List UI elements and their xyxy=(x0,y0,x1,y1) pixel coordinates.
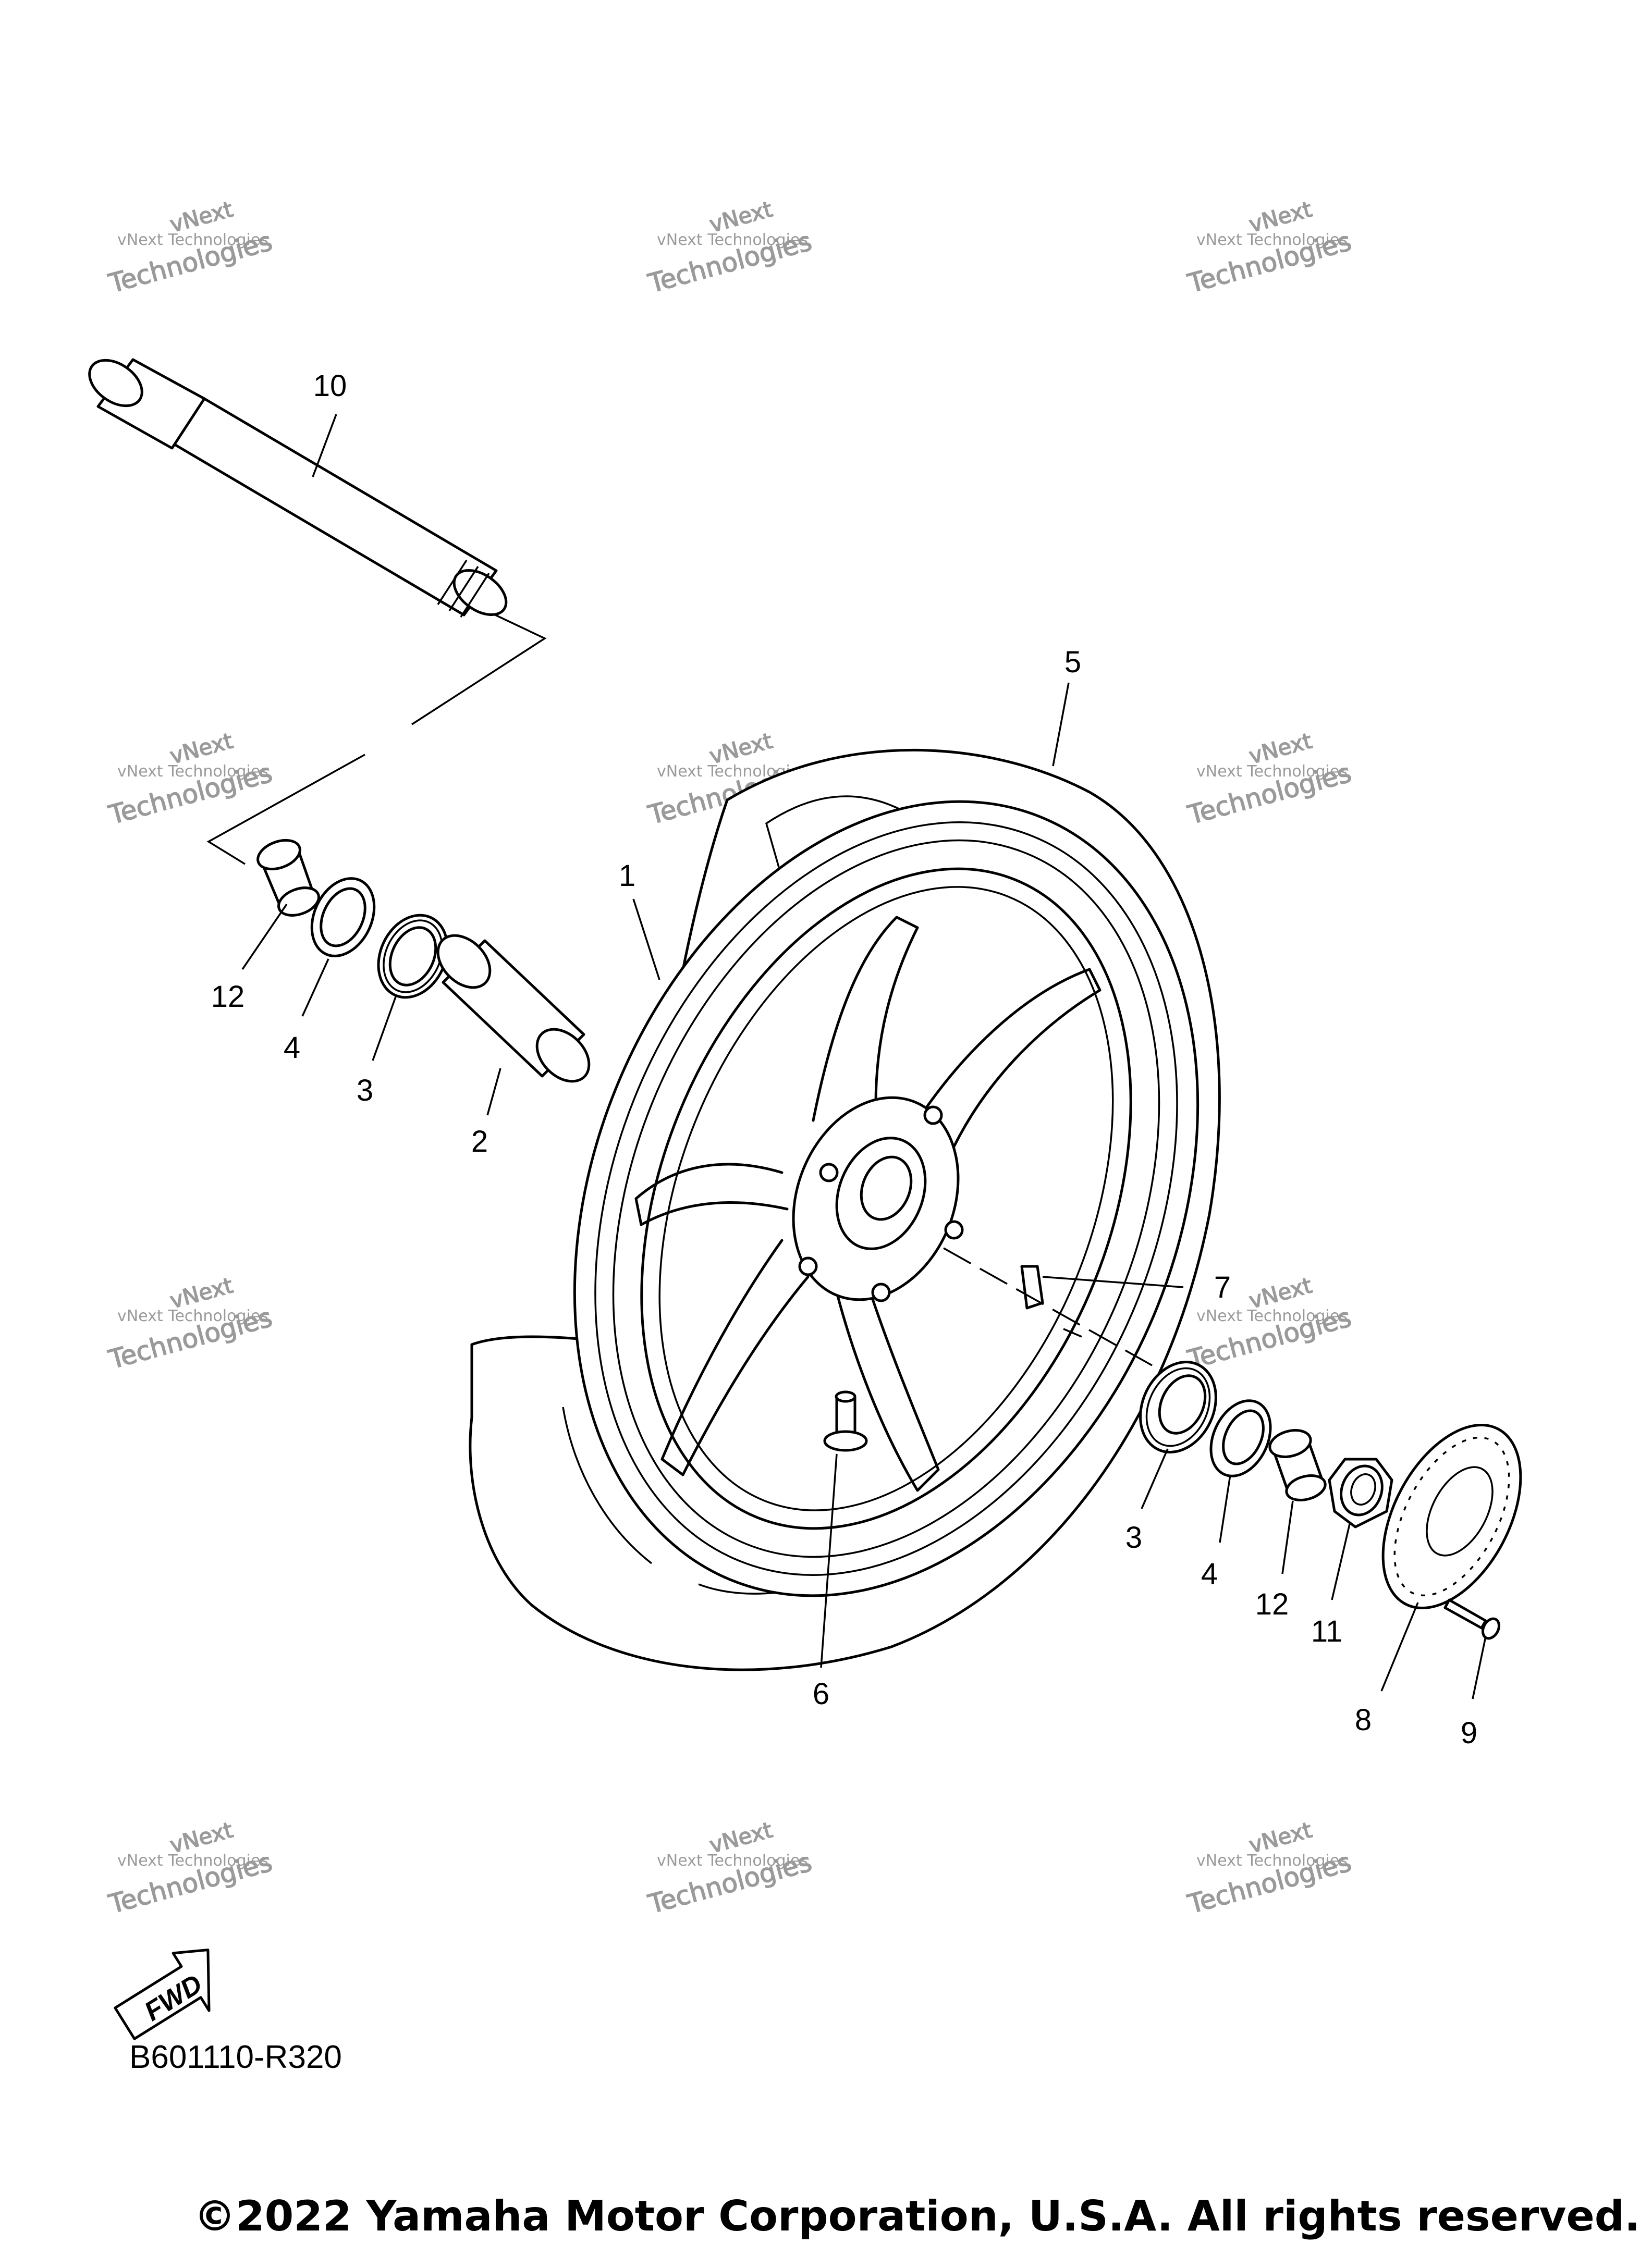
callout-1: 1 xyxy=(619,859,635,893)
watermark-text-2: vNext Technologies xyxy=(657,231,808,249)
assembly-line-axle-lower xyxy=(206,754,365,865)
nut-part-11 xyxy=(1328,1458,1393,1529)
callout-7: 7 xyxy=(1214,1271,1231,1304)
leader-lines xyxy=(241,414,1487,1699)
callout-9: 9 xyxy=(1461,1716,1477,1750)
diagram-code: B601110-R320 xyxy=(129,2039,342,2075)
wheel-rim-part-1 xyxy=(573,800,1200,1597)
callout-4-left: 4 xyxy=(284,1031,300,1065)
watermark-text-2: vNext Technologies xyxy=(1196,1852,1348,1870)
fwd-arrow-icon: FWD xyxy=(114,1949,211,2040)
bearing-part-3-right xyxy=(1139,1361,1217,1453)
screw-part-9 xyxy=(1443,1598,1501,1640)
callout-4-right: 4 xyxy=(1201,1557,1218,1591)
callout-11: 11 xyxy=(1311,1614,1342,1648)
collar-part-12-left xyxy=(256,839,320,917)
callout-3-left: 3 xyxy=(357,1074,373,1107)
watermark-text-2: vNext Technologies xyxy=(657,1852,808,1870)
watermark-text-2: vNext Technologies xyxy=(117,1307,268,1325)
axle-part-10 xyxy=(88,358,508,618)
callout-12-left: 12 xyxy=(211,980,245,1014)
callout-10: 10 xyxy=(313,369,347,403)
copyright-notice: ©2022 Yamaha Motor Corporation, U.S.A. A… xyxy=(194,2192,1640,2240)
callout-12-right: 12 xyxy=(1255,1587,1289,1621)
watermark-text-2: vNext Technologies xyxy=(117,231,268,249)
assembly-line-axle xyxy=(411,614,547,725)
watermark-text-2: vNext Technologies xyxy=(1196,762,1348,781)
spacer-part-2 xyxy=(436,934,591,1083)
watermark-text-2: vNext Technologies xyxy=(1196,1307,1348,1325)
callout-6: 6 xyxy=(813,1677,829,1711)
sensor-rotor-part-8 xyxy=(1381,1423,1522,1610)
watermark-text-2: vNext Technologies xyxy=(1196,231,1348,249)
valve-part-6 xyxy=(823,1390,868,1452)
callout-numbers: 10 5 1 12 4 3 2 7 3 4 12 11 6 8 9 xyxy=(211,369,1477,1750)
bearing-part-3-left xyxy=(377,914,449,999)
oil-seal-part-4-left xyxy=(310,877,376,957)
oil-seal-part-4-right xyxy=(1209,1399,1272,1477)
watermark-text-2: vNext Technologies xyxy=(117,1852,268,1870)
callout-3-right: 3 xyxy=(1125,1521,1142,1555)
collar-part-12-right xyxy=(1268,1429,1327,1501)
callout-2: 2 xyxy=(471,1125,488,1158)
callout-8: 8 xyxy=(1355,1703,1372,1737)
callout-5: 5 xyxy=(1064,645,1081,679)
watermark-text-2: vNext Technologies xyxy=(117,762,268,781)
